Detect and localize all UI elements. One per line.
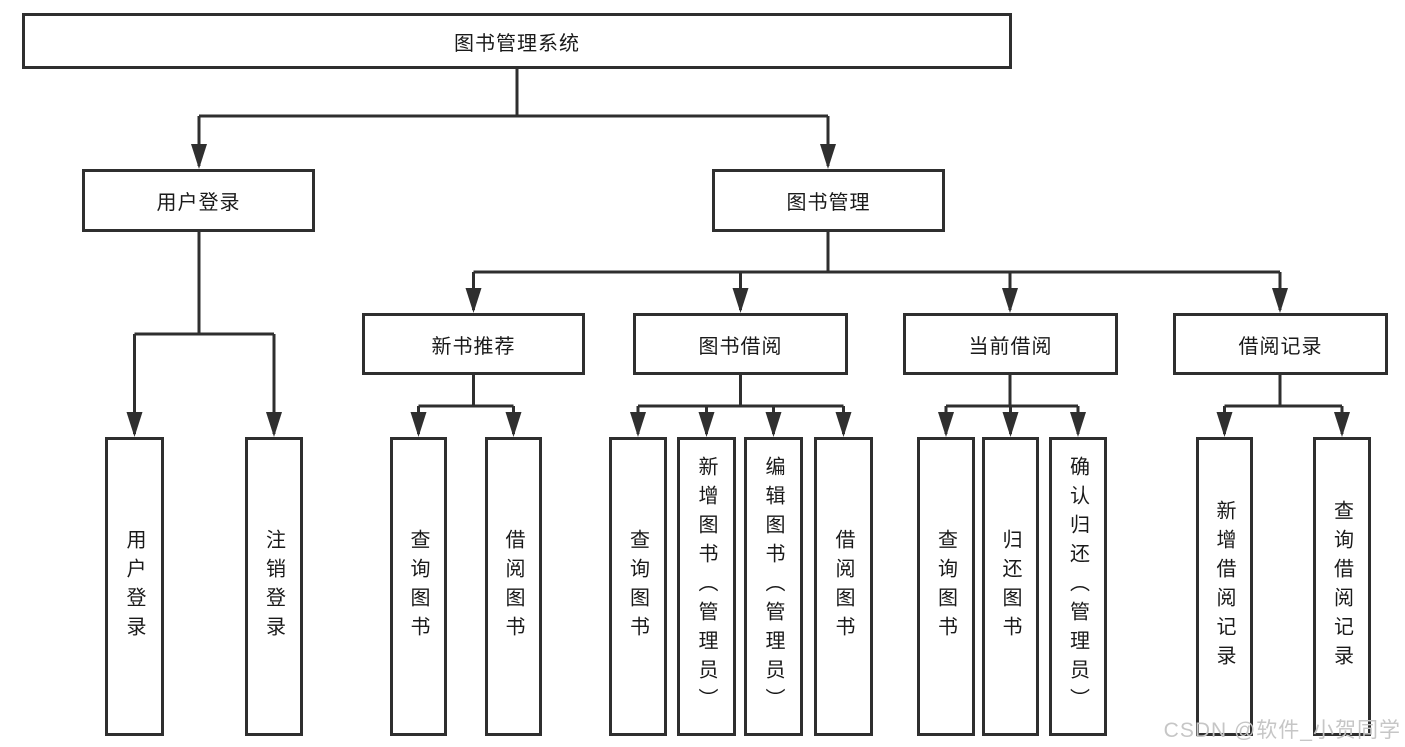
node-borrow-records: 借阅记录 (1173, 313, 1388, 375)
connector-book-management-bus (472, 232, 1282, 310)
leaf-cb-query-book: 查询图书 (917, 437, 975, 736)
leaf-bb-edit-book-admin-label: 编辑图书（管理员） (762, 456, 784, 717)
leaf-logout-login-label: 注销登录 (262, 528, 285, 645)
connector-book-borrow-bus (636, 375, 845, 434)
leaf-cb-query-book-label: 查询图书 (934, 528, 957, 645)
node-borrow-records-label: 借阅记录 (1238, 335, 1323, 358)
leaf-cb-confirm-return-admin: 确认归还（管理员） (1049, 437, 1107, 736)
connector-root-bus (197, 69, 830, 166)
leaf-cb-return-book: 归还图书 (982, 437, 1039, 736)
connector-user-login-bus (133, 232, 276, 434)
node-new-book-recommend: 新书推荐 (362, 313, 585, 375)
connector-borrow-records-bus (1223, 375, 1344, 434)
leaf-bb-add-book-admin: 新增图书（管理员） (677, 437, 736, 736)
node-root-label: 图书管理系统 (454, 32, 580, 55)
arrowheads (126, 144, 1350, 437)
connector-new-book-bus (417, 375, 515, 434)
node-book-management: 图书管理 (712, 169, 945, 232)
node-book-borrow-label: 图书借阅 (698, 335, 783, 358)
leaf-br-add-record: 新增借阅记录 (1196, 437, 1253, 736)
leaf-nbr-query-book-label: 查询图书 (407, 528, 429, 645)
leaf-bb-add-book-admin-label: 新增图书（管理员） (695, 456, 717, 717)
leaf-br-query-record-label: 查询借阅记录 (1330, 499, 1353, 674)
leaf-nbr-query-book: 查询图书 (390, 437, 447, 736)
leaf-bb-edit-book-admin: 编辑图书（管理员） (744, 437, 803, 736)
leaf-cb-confirm-return-admin-label: 确认归还（管理员） (1066, 456, 1089, 717)
leaf-bb-borrow-book-label: 借阅图书 (832, 528, 854, 645)
leaf-bb-query-book: 查询图书 (609, 437, 667, 736)
leaf-bb-query-book-label: 查询图书 (626, 528, 649, 645)
leaf-br-add-record-label: 新增借阅记录 (1213, 499, 1235, 674)
leaf-nbr-borrow-book: 借阅图书 (485, 437, 542, 736)
leaf-user-login-label: 用户登录 (123, 528, 145, 645)
leaf-br-query-record: 查询借阅记录 (1313, 437, 1371, 736)
node-user-login: 用户登录 (82, 169, 315, 232)
node-root: 图书管理系统 (22, 13, 1012, 69)
node-book-management-label: 图书管理 (786, 192, 871, 214)
node-current-borrow-label: 当前借阅 (968, 335, 1053, 358)
csdn-watermark: CSDN @软件_小贺同学 (1163, 719, 1401, 742)
leaf-cb-return-book-label: 归还图书 (999, 528, 1021, 645)
node-current-borrow: 当前借阅 (903, 313, 1118, 375)
leaf-bb-borrow-book: 借阅图书 (814, 437, 873, 736)
node-new-book-recommend-label: 新书推荐 (431, 335, 516, 358)
leaf-logout-login: 注销登录 (245, 437, 303, 736)
node-book-borrow: 图书借阅 (633, 313, 848, 375)
leaf-user-login: 用户登录 (105, 437, 164, 736)
node-user-login-label: 用户登录 (156, 192, 241, 214)
leaf-nbr-borrow-book-label: 借阅图书 (502, 528, 524, 645)
